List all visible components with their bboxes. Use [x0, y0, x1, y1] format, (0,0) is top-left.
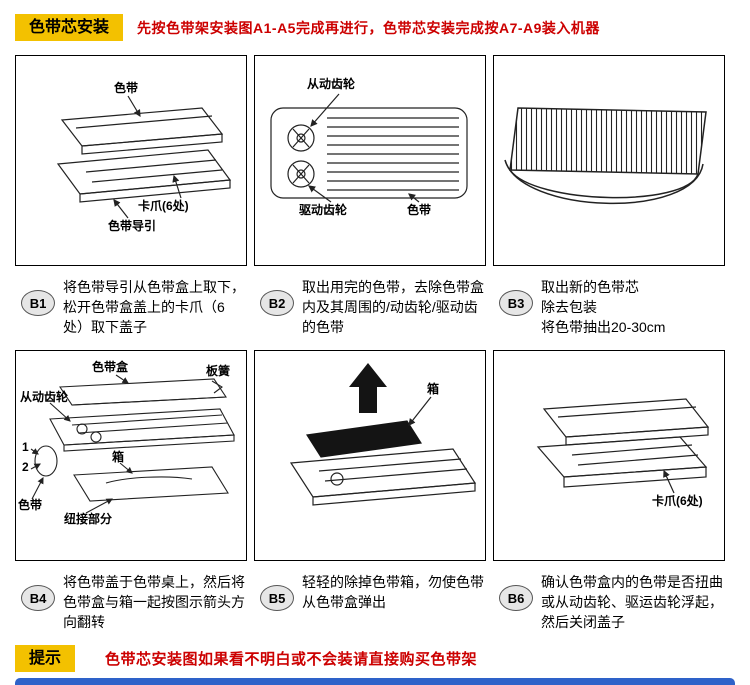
tip-note: 色带芯安装图如果看不明白或不会装请直接购买色带架	[105, 651, 478, 668]
step-caption-b5: B5 轻轻的除掉色带箱，勿使色带从色带盒弹出	[254, 573, 486, 635]
step-caption-b1: B1 将色带导引从色带盒上取下，松开色带盒盖上的卡爪（6处）取下盖子	[15, 278, 247, 340]
step-caption-b6: B6 确认色带盒内的色带是否扭曲或从动齿轮、驱运齿轮浮起，然后关闭盖子	[493, 573, 725, 635]
remove-box-illustration	[289, 363, 477, 506]
step-text-b2: 取出用完的色带，去除色带盒内及其周围的/动齿轮/驱动齿的色带	[302, 279, 484, 335]
step-caption-b2: B2 取出用完的色带，去除色带盒内及其周围的/动齿轮/驱动齿的色带	[254, 278, 486, 340]
label-driven-gear: 从动齿轮	[20, 390, 69, 404]
step-badge-b3: B3	[499, 290, 533, 316]
label-ribbon-box: 色带盒	[92, 360, 129, 374]
label-leaf-spring: 板簧	[206, 364, 231, 378]
next-section-top-edge	[15, 678, 735, 685]
step-badge-b2: B2	[260, 290, 294, 316]
step-caption-b3: B3 取出新的色带芯 除去包装 将色带抽出20-30cm	[493, 278, 725, 340]
step-badge-b1: B1	[21, 290, 55, 316]
label-number-2: 2	[22, 460, 29, 474]
header-note: 先按色带架安装图A1-A5完成再进行，色带芯安装完成按A7-A9装入机器	[137, 19, 600, 36]
new-ribbon-core-illustration	[504, 107, 707, 205]
ribbon-guide-illustration	[56, 95, 232, 219]
exploded-cartridge-illustration	[30, 374, 235, 514]
label-ribbon: 色带	[114, 81, 139, 95]
label-box: 箱	[112, 450, 125, 464]
label-ribbon: 色带	[18, 498, 43, 512]
panel-row-1: 色带 卡爪(6处) 色带导引	[15, 55, 735, 266]
label-drive-gear: 驱动齿轮	[299, 203, 348, 217]
caption-row-1: B1 将色带导引从色带盒上取下，松开色带盒盖上的卡爪（6处）取下盖子 B2 取出…	[15, 278, 735, 340]
panel-row-2: 色带盒 板簧 从动齿轮 箱 色带 纽接部分 1 2	[15, 350, 735, 561]
step-text-b4: 将色带盖于色带桌上，然后将色带盒与箱一起按图示箭头方向翻转	[63, 574, 245, 630]
footer-tip: 提示 色带芯安装图如果看不明白或不会装请直接购买色带架	[15, 645, 735, 672]
close-cover-illustration	[536, 398, 710, 494]
tip-badge: 提示	[15, 645, 76, 672]
step-caption-b4: B4 将色带盖于色带桌上，然后将色带盒与箱一起按图示箭头方向翻转	[15, 573, 247, 635]
label-driven-gear: 从动齿轮	[307, 77, 356, 91]
header: 色带芯安装 先按色带架安装图A1-A5完成再进行，色带芯安装完成按A7-A9装入…	[15, 14, 735, 41]
step-text-b5: 轻轻的除掉色带箱，勿使色带从色带盒弹出	[302, 574, 484, 610]
used-ribbon-illustration	[270, 93, 468, 203]
step-text-b3: 取出新的色带芯 除去包装 将色带抽出20-30cm	[541, 279, 666, 335]
panel-b6: 卡爪(6处)	[493, 350, 725, 561]
caption-row-2: B4 将色带盖于色带桌上，然后将色带盒与箱一起按图示箭头方向翻转 B5 轻轻的除…	[15, 573, 735, 635]
label-joint-part: 纽接部分	[64, 512, 113, 526]
step-badge-b5: B5	[260, 585, 294, 611]
label-box: 箱	[427, 382, 440, 396]
panel-b4: 色带盒 板簧 从动齿轮 箱 色带 纽接部分 1 2	[15, 350, 247, 561]
section-title-badge: 色带芯安装	[15, 14, 124, 41]
label-number-1: 1	[22, 440, 29, 454]
step-badge-b6: B6	[499, 585, 533, 611]
step-text-b6: 确认色带盒内的色带是否扭曲或从动齿轮、驱运齿轮浮起，然后关闭盖子	[541, 574, 723, 630]
panel-b3	[493, 55, 725, 266]
panel-b1: 色带 卡爪(6处) 色带导引	[15, 55, 247, 266]
label-ribbon: 色带	[407, 203, 432, 217]
step-badge-b4: B4	[21, 585, 55, 611]
label-claws: 卡爪(6处)	[138, 199, 189, 213]
panel-b5: 箱	[254, 350, 486, 561]
label-ribbon-guide: 色带导引	[108, 219, 157, 233]
step-text-b1: 将色带导引从色带盒上取下，松开色带盒盖上的卡爪（6处）取下盖子	[63, 279, 245, 335]
panel-b2: 从动齿轮 驱动齿轮 色带	[254, 55, 486, 266]
label-claws: 卡爪(6处)	[652, 494, 703, 508]
